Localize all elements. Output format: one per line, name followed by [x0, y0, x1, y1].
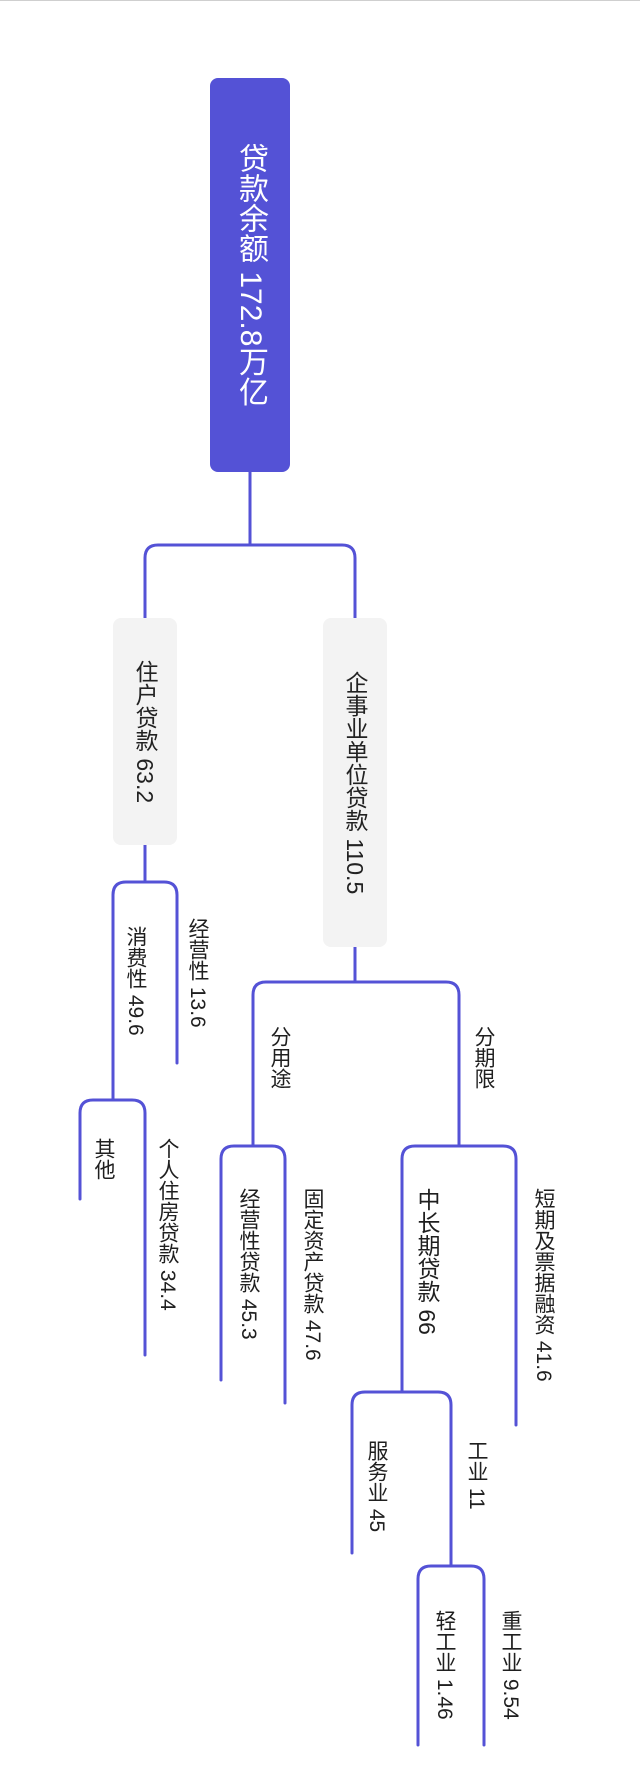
fixed-asset-loans-node: 固定资产贷款 47.6 [294, 1180, 330, 1410]
light-industry-node: 轻工业 1.46 [426, 1602, 462, 1752]
consumer-other-node: 其他 [86, 1130, 120, 1210]
long-term-loans-node: 中长期贷款 66 [408, 1180, 446, 1360]
connector-by-use [219, 1023, 287, 1405]
connector-household [111, 843, 179, 1065]
services-label: 服务业 45 [365, 1440, 388, 1533]
consumer-node: 消费性 49.6 [118, 918, 152, 1058]
connector-by-term [400, 1023, 518, 1427]
services-node: 服务业 45 [358, 1432, 394, 1552]
industry-node: 工业 11 [458, 1432, 494, 1542]
root-label: 贷款余额 172.8万亿 [234, 143, 267, 407]
mortgage-node: 个人住房贷款 34.4 [150, 1130, 184, 1360]
short-term-label: 短期及票据融资 41.6 [532, 1188, 555, 1382]
consumer-label: 消费性 49.6 [124, 926, 147, 1036]
fixed-asset-loans-label: 固定资产贷款 47.6 [301, 1188, 324, 1361]
consumer-other-label: 其他 [92, 1138, 115, 1180]
household-loans-label: 住户贷款 63.2 [132, 659, 158, 804]
short-term-node: 短期及票据融资 41.6 [525, 1180, 561, 1430]
connector-consumer [78, 958, 147, 1357]
household-operating-node: 经营性 13.6 [180, 910, 214, 1070]
by-term-node: 分期限 [466, 1018, 500, 1108]
connector-long-term [350, 1183, 453, 1555]
household-loans-node: 住户贷款 63.2 [113, 618, 177, 845]
industry-label: 工业 11 [465, 1440, 488, 1510]
connector-root [143, 470, 357, 620]
heavy-industry-node: 重工业 9.54 [492, 1602, 528, 1752]
by-use-node: 分用途 [262, 1018, 296, 1108]
operating-loans-node: 经营性贷款 45.3 [230, 1180, 266, 1390]
connector-industry [416, 1438, 486, 1747]
heavy-industry-label: 重工业 9.54 [499, 1610, 522, 1720]
mortgage-label: 个人住房贷款 34.4 [156, 1138, 179, 1311]
by-use-label: 分用途 [268, 1026, 291, 1089]
operating-loans-label: 经营性贷款 45.3 [237, 1188, 260, 1340]
connector-enterprise [251, 945, 461, 1027]
enterprise-loans-node: 企事业单位贷款 110.5 [323, 618, 387, 947]
household-operating-label: 经营性 13.6 [186, 918, 209, 1028]
by-term-label: 分期限 [472, 1026, 495, 1089]
root-node: 贷款余额 172.8万亿 [210, 78, 290, 472]
long-term-loans-label: 中长期贷款 66 [414, 1188, 440, 1335]
top-divider [0, 0, 640, 1]
light-industry-label: 轻工业 1.46 [433, 1610, 456, 1720]
enterprise-loans-label: 企事业单位贷款 110.5 [342, 670, 368, 895]
